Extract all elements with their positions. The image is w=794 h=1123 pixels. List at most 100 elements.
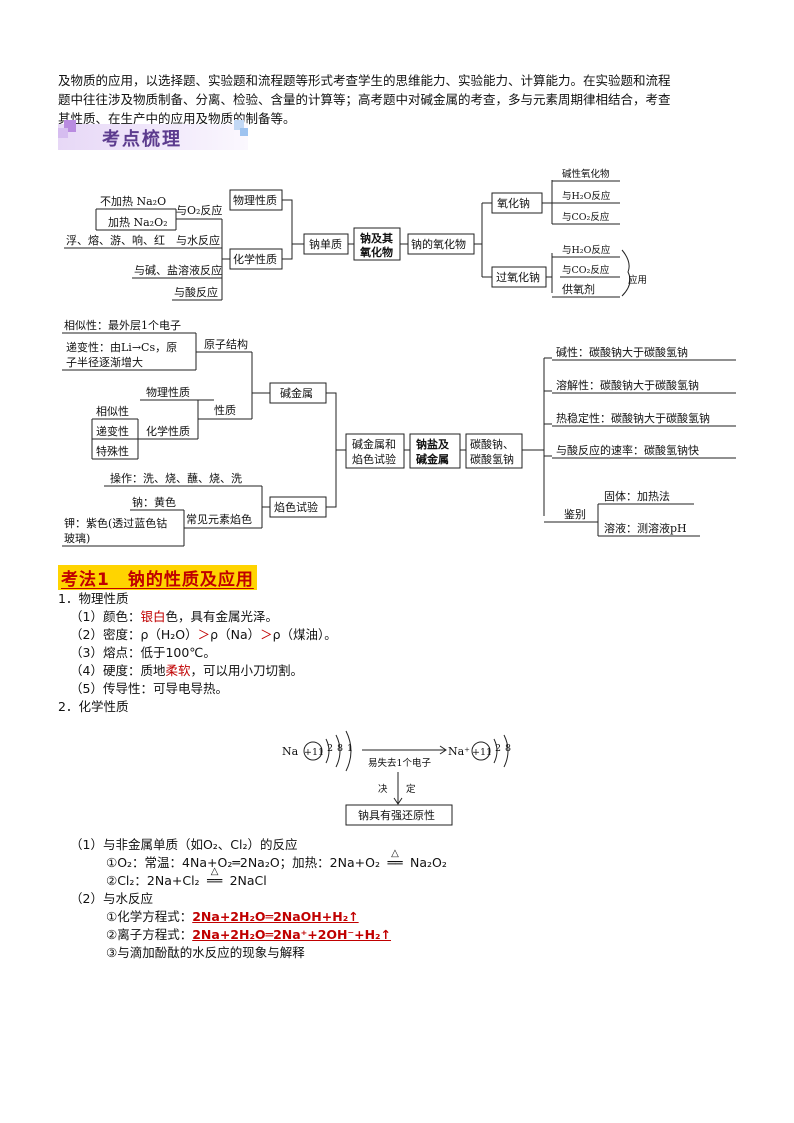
node-physical-2: 物理性质 bbox=[146, 385, 190, 399]
answer-ionic-equation: 2Na+2H₂O═2Na⁺+2OH⁻+H₂↑ bbox=[192, 927, 392, 942]
node-basic-oxide: 碱性氧化物 bbox=[562, 168, 610, 180]
node-application: 应用 bbox=[628, 274, 647, 286]
node-with-acid: 与酸反应 bbox=[174, 285, 218, 299]
prop-conductivity: （5）传导性：可导电导热。 bbox=[70, 681, 228, 696]
node-k-l1: 钾：紫色(透过蓝色钴 bbox=[64, 516, 167, 530]
intro-line: 题中往往涉及物质制备、分离、检验、含量的计算等；高考题中对碱金属的考查，多与元素… bbox=[58, 92, 671, 107]
answer-color: 银白 bbox=[140, 609, 166, 624]
node-co2-2: 与CO₂反应 bbox=[562, 264, 610, 276]
atom-ion-shell-2: 8 bbox=[505, 743, 511, 754]
node-mid1-l1: 碱金属和 bbox=[352, 437, 396, 451]
text: 色，具有金属光泽。 bbox=[165, 609, 278, 624]
delta-icon: △ bbox=[210, 866, 219, 877]
node-sodium-element: 钠单质 bbox=[309, 237, 342, 251]
banner-title: 考点梳理 bbox=[102, 129, 182, 150]
node-mid3-l2: 碳酸氢钠 bbox=[470, 452, 514, 466]
node-solution: 溶液：测溶液pH bbox=[604, 521, 687, 535]
node-with-water: 与水反应 bbox=[176, 233, 220, 247]
prop-color: （1）颜色：银白色，具有金属光泽。 bbox=[58, 608, 337, 626]
mindmap-sodium: 不加热 Na₂O 加热 Na₂O₂ 与O₂反应 浮、熔、游、响、红 与水反应 与… bbox=[62, 168, 736, 547]
reaction-phenolphthalein: ③与滴加酚酞的水反应的现象与解释 bbox=[106, 945, 305, 960]
text: 2NaCl bbox=[229, 873, 267, 888]
atom-shell-2: 8 bbox=[337, 743, 343, 754]
atom-nucleus: +11 bbox=[304, 747, 324, 758]
node-chemical-2: 化学性质 bbox=[146, 424, 190, 438]
node-mid3-l1: 碳酸钠、 bbox=[470, 437, 514, 451]
sub-heading: 2．化学性质 bbox=[58, 699, 129, 714]
node-mid2-l2: 碱金属 bbox=[416, 452, 449, 466]
atom-decide-1: 决 bbox=[378, 783, 388, 795]
node-mid1-box bbox=[345, 433, 405, 469]
node-similarity: 相似性 bbox=[96, 404, 129, 418]
prop-hardness: （4）硬度：质地柔软，可以用小刀切割。 bbox=[58, 662, 337, 680]
node-heat: 加热 Na₂O₂ bbox=[108, 216, 168, 229]
node-thermal-stability: 热稳定性：碳酸钠大于碳酸氢钠 bbox=[556, 411, 710, 425]
node-mid2-l1: 钠盐及 bbox=[416, 437, 450, 451]
node-acid-rate: 与酸反应的速率：碳酸氢钠快 bbox=[556, 443, 699, 457]
node-with-o2: 与O₂反应 bbox=[176, 203, 222, 217]
physical-properties: 1．物理性质 （1）颜色：银白色，具有金属光泽。 （2）密度：ρ（H₂O）＞ρ（… bbox=[58, 590, 337, 716]
node-common-flame: 常见元素焰色 bbox=[186, 512, 252, 526]
intro-paragraph: 及物质的应用，以选择题、实验题和流程题等形式考查学生的思维能力、实验能力、计算能… bbox=[58, 71, 738, 128]
node-trend-l1: 递变性：由Li→Cs，原 bbox=[66, 340, 177, 354]
atom-na: Na bbox=[282, 745, 299, 758]
node-k-l2: 玻璃) bbox=[64, 531, 90, 545]
answer-gt-1: ＞ bbox=[197, 627, 211, 642]
text: （2）密度：ρ（H₂O） bbox=[70, 627, 198, 642]
atom-decide-2: 定 bbox=[406, 783, 416, 795]
node-oxides: 钠的氧化物 bbox=[411, 237, 466, 251]
node-alkali: 碱金属 bbox=[280, 386, 313, 400]
atom-conclusion: 钠具有强还原性 bbox=[358, 808, 435, 822]
reaction-o2: ①O₂：常温：4Na+O₂═2Na₂O；加热：2Na+O₂△══Na₂O₂ bbox=[70, 848, 730, 872]
heat-sign: △══ bbox=[380, 848, 410, 872]
section-heading: 考法1 钠的性质及应用 bbox=[58, 565, 257, 590]
atom-ion-nucleus: +11 bbox=[472, 747, 492, 758]
atom-arrow-label: 易失去1个电子 bbox=[368, 757, 432, 769]
sub-heading: 1．物理性质 bbox=[58, 591, 129, 606]
text: ①化学方程式： bbox=[106, 909, 193, 924]
node-properties: 性质 bbox=[214, 403, 236, 417]
reaction-water-chem: ①化学方程式：2Na+2H₂O═2NaOH+H₂↑ bbox=[70, 908, 730, 926]
node-physical: 物理性质 bbox=[233, 193, 277, 207]
node-center-l1: 钠及其 bbox=[360, 231, 393, 245]
reaction-heading-2: （2）与水反应 bbox=[70, 891, 153, 906]
node-na2o: 氧化钠 bbox=[497, 196, 530, 210]
banner-decoration bbox=[58, 128, 68, 138]
reaction-water-ionic: ②离子方程式：2Na+2H₂O═2Na⁺+2OH⁻+H₂↑ bbox=[70, 926, 730, 944]
node-solid: 固体：加热法 bbox=[604, 489, 670, 503]
text: Na₂O₂ bbox=[409, 855, 447, 870]
text: ρ（煤油）。 bbox=[272, 627, 337, 642]
node-flame-test: 焰色试验 bbox=[274, 500, 318, 514]
prop-density: （2）密度：ρ（H₂O）＞ρ（Na）＞ρ（煤油）。 bbox=[58, 626, 337, 644]
node-trend-l2: 子半径逐渐增大 bbox=[66, 355, 143, 369]
text: ②离子方程式： bbox=[106, 927, 193, 942]
text: ②Cl₂：2Na+Cl₂ bbox=[106, 873, 200, 888]
answer-soft: 柔软 bbox=[165, 663, 191, 678]
node-atomic-structure: 原子结构 bbox=[204, 337, 248, 351]
node-float-melt: 浮、熔、游、响、红 bbox=[66, 233, 165, 247]
section-banner: 考点梳理 bbox=[58, 120, 248, 156]
banner-decoration bbox=[234, 120, 244, 130]
node-special: 特殊性 bbox=[96, 444, 129, 458]
node-h2o-2: 与H₂O反应 bbox=[562, 244, 611, 256]
answer-equation: 2Na+2H₂O═2NaOH+H₂↑ bbox=[192, 909, 359, 924]
node-h2o-1: 与H₂O反应 bbox=[562, 190, 611, 202]
intro-line: 及物质的应用，以选择题、实验题和流程题等形式考查学生的思维能力、实验能力、计算能… bbox=[58, 73, 671, 88]
text: ρ（Na） bbox=[210, 627, 261, 642]
node-identify: 鉴别 bbox=[564, 508, 586, 521]
reaction-heading-1: （1）与非金属单质（如O₂、Cl₂）的反应 bbox=[70, 837, 298, 852]
node-chemical: 化学性质 bbox=[233, 252, 277, 266]
atom-ion-shell-1: 2 bbox=[495, 743, 501, 754]
node-co2-1: 与CO₂反应 bbox=[562, 211, 610, 223]
node-operation: 操作：洗、烧、蘸、烧、洗 bbox=[110, 471, 242, 485]
node-mid2-box bbox=[409, 433, 461, 469]
heat-sign: △══ bbox=[200, 866, 230, 890]
prop-melting: （3）熔点：低于100℃。 bbox=[70, 645, 216, 660]
node-na-yellow: 钠：黄色 bbox=[132, 495, 176, 509]
node-na2o2: 过氧化钠 bbox=[496, 270, 540, 284]
node-mid3-box bbox=[465, 433, 523, 469]
text: （1）颜色： bbox=[70, 609, 141, 624]
node-trend: 递变性 bbox=[96, 424, 129, 438]
banner-band bbox=[58, 124, 248, 150]
atom-shell-3: 1 bbox=[347, 743, 353, 754]
